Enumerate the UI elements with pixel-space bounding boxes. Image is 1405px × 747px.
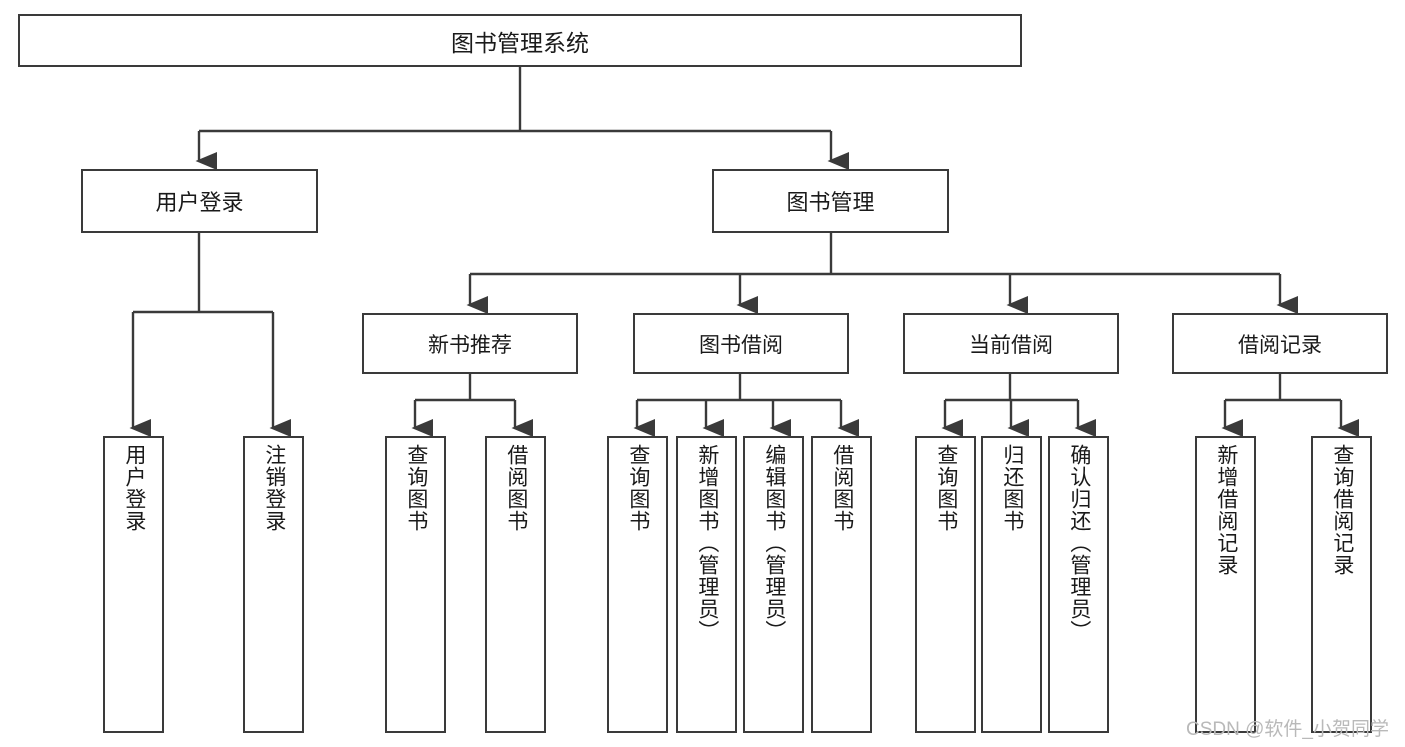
leaf-current-return-book-label: 归还图书	[1000, 444, 1024, 532]
leaf-borrow-borrow-book-label: 借阅图书	[830, 444, 854, 532]
leaf-record-query-record-label: 查询借阅记录	[1330, 444, 1354, 576]
leaf-record-query-record[interactable]: 查询借阅记录	[1311, 436, 1372, 733]
node-borrow-record[interactable]: 借阅记录	[1172, 313, 1388, 374]
leaf-user-login-logout-label: 注销登录	[262, 444, 286, 532]
node-current-borrow[interactable]: 当前借阅	[903, 313, 1119, 374]
node-book-management-label: 图书管理	[786, 190, 875, 215]
node-root[interactable]: 图书管理系统	[18, 14, 1022, 67]
node-user-login-label: 用户登录	[155, 190, 244, 215]
leaf-current-confirm-return-admin[interactable]: 确认归还（管理员）	[1048, 436, 1109, 733]
leaf-recommend-query-book-label: 查询图书	[404, 444, 428, 532]
leaf-borrow-query-book[interactable]: 查询图书	[607, 436, 668, 733]
leaf-recommend-borrow-book[interactable]: 借阅图书	[485, 436, 546, 733]
leaf-borrow-add-book-admin-label: 新增图书（管理员）	[695, 444, 719, 642]
leaf-record-add-record-label: 新增借阅记录	[1214, 444, 1238, 576]
leaf-recommend-borrow-book-label: 借阅图书	[504, 444, 528, 532]
leaf-current-confirm-return-admin-label: 确认归还（管理员）	[1067, 444, 1091, 642]
leaf-borrow-add-book-admin[interactable]: 新增图书（管理员）	[676, 436, 737, 733]
node-book-management[interactable]: 图书管理	[712, 169, 949, 233]
leaf-user-login-login-label: 用户登录	[122, 444, 146, 532]
leaf-borrow-edit-book-admin-label: 编辑图书（管理员）	[762, 444, 786, 642]
leaf-current-query-book[interactable]: 查询图书	[915, 436, 976, 733]
node-book-borrow-label: 图书借阅	[699, 333, 783, 357]
leaf-recommend-query-book[interactable]: 查询图书	[385, 436, 446, 733]
node-new-book-recommend[interactable]: 新书推荐	[362, 313, 578, 374]
node-root-label: 图书管理系统	[451, 29, 589, 56]
leaf-borrow-edit-book-admin[interactable]: 编辑图书（管理员）	[743, 436, 804, 733]
leaf-borrow-query-book-label: 查询图书	[626, 444, 650, 532]
leaf-user-login-logout[interactable]: 注销登录	[243, 436, 304, 733]
node-user-login[interactable]: 用户登录	[81, 169, 318, 233]
node-current-borrow-label: 当前借阅	[969, 333, 1053, 357]
leaf-record-add-record[interactable]: 新增借阅记录	[1195, 436, 1256, 733]
leaf-borrow-borrow-book[interactable]: 借阅图书	[811, 436, 872, 733]
node-book-borrow[interactable]: 图书借阅	[633, 313, 849, 374]
leaf-current-query-book-label: 查询图书	[934, 444, 958, 532]
leaf-current-return-book[interactable]: 归还图书	[981, 436, 1042, 733]
leaf-user-login-login[interactable]: 用户登录	[103, 436, 164, 733]
node-borrow-record-label: 借阅记录	[1238, 333, 1322, 357]
node-new-book-recommend-label: 新书推荐	[428, 333, 512, 357]
